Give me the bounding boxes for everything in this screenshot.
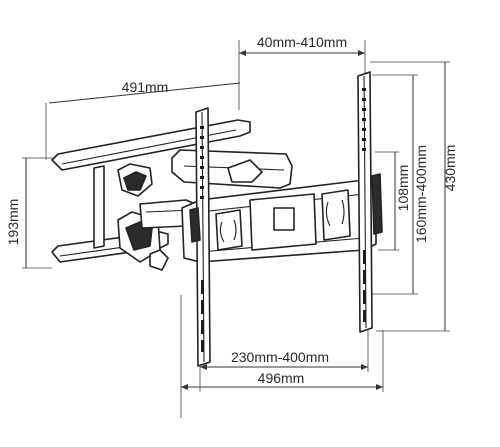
tv-bracket-bar — [181, 179, 377, 263]
dim-rail-height-line — [370, 61, 450, 332]
dim-wall-plate-height: 193mm — [5, 199, 21, 246]
dim-vesa-vertical: 160mm-400mm — [413, 145, 429, 243]
dim-extension-line — [45, 82, 241, 160]
left-vertical-rail — [195, 107, 211, 367]
dim-wall-plate-height-line — [22, 157, 56, 269]
dim-vesa-vertical-line — [372, 74, 418, 295]
dim-vertical-slot-line — [375, 151, 399, 251]
rail-clamps — [189, 173, 383, 243]
dim-rail-height: 430mm — [442, 145, 458, 192]
dim-total-width-line — [180, 295, 384, 418]
dim-vertical-slot: 108mm — [395, 165, 411, 212]
right-vertical-rail — [357, 71, 373, 333]
dim-total-width: 496mm — [258, 370, 305, 386]
dim-extension: 491mm — [122, 79, 169, 95]
dim-bottom-vesa: 230mm-400mm — [231, 349, 329, 365]
dim-vesa-horizontal: 40mm-410mm — [257, 34, 347, 50]
dim-vesa-horizontal-line — [238, 40, 366, 110]
